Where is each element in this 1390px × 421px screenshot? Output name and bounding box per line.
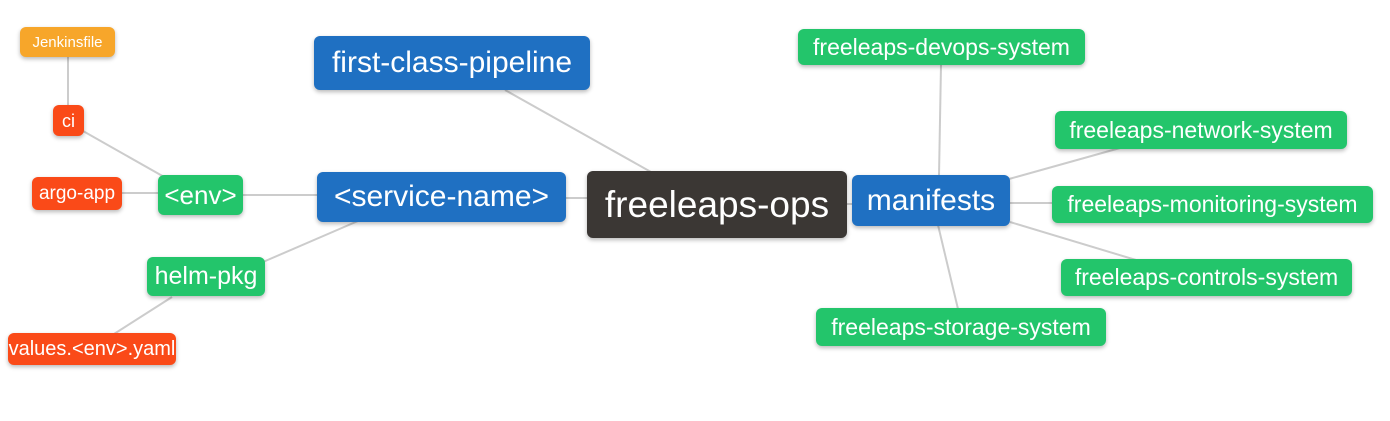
node-values-env-yaml[interactable]: values.<env>.yaml <box>8 333 176 365</box>
node-argo-app[interactable]: argo-app <box>32 177 122 210</box>
node-helm-pkg[interactable]: helm-pkg <box>147 257 265 296</box>
node-first-class-pipeline[interactable]: first-class-pipeline <box>314 36 590 90</box>
node-devops-system[interactable]: freeleaps-devops-system <box>798 29 1085 65</box>
edge-values-env-yaml-helm-pkg <box>113 296 173 335</box>
edge-first-class-pipeline-freeleaps-ops <box>504 89 652 173</box>
node-service-name[interactable]: <service-name> <box>317 172 566 222</box>
edge-manifests-devops-system <box>938 64 942 177</box>
node-network-system[interactable]: freeleaps-network-system <box>1055 111 1347 149</box>
edge-manifests-network-system <box>1008 147 1121 180</box>
node-jenkinsfile[interactable]: Jenkinsfile <box>20 27 115 57</box>
node-controls-system[interactable]: freeleaps-controls-system <box>1061 259 1352 296</box>
edge-manifests-controls-system <box>1009 221 1137 261</box>
edge-ci-env <box>82 130 167 179</box>
node-freeleaps-ops[interactable]: freeleaps-ops <box>587 171 847 238</box>
node-monitoring-system[interactable]: freeleaps-monitoring-system <box>1052 186 1373 223</box>
edge-manifests-storage-system <box>937 224 959 310</box>
node-env[interactable]: <env> <box>158 175 243 215</box>
node-ci[interactable]: ci <box>53 105 84 136</box>
node-manifests[interactable]: manifests <box>852 175 1010 226</box>
node-storage-system[interactable]: freeleaps-storage-system <box>816 308 1106 346</box>
edge-helm-pkg-service-name <box>262 220 359 263</box>
